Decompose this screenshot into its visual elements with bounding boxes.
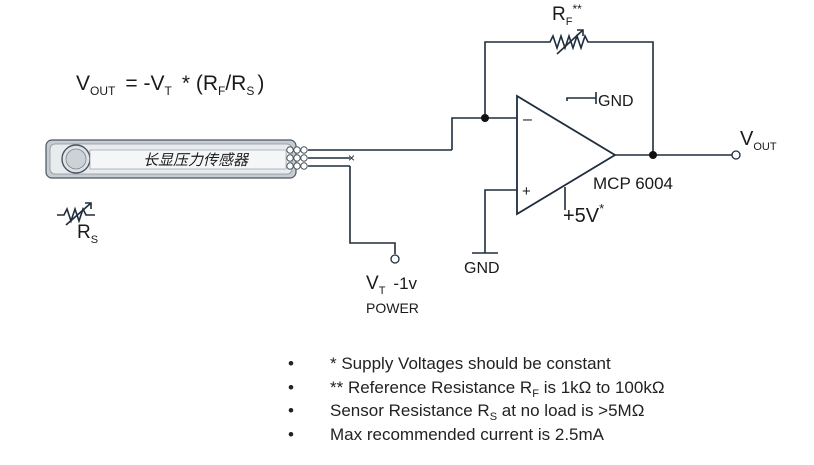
formula-vt-sub: T — [164, 84, 172, 98]
formula-slash: /R — [225, 72, 246, 95]
note-text: * Supply Voltages should be constant — [330, 354, 611, 373]
bullet: • — [288, 377, 294, 397]
note-subscript: F — [532, 387, 539, 400]
note-item: • Sensor Resistance RS at no load is >5MΩ — [288, 399, 665, 423]
notes-list: • * Supply Voltages should be constant • *… — [288, 352, 665, 446]
sensor-resistor-label: RS — [77, 222, 98, 246]
bullet: • — [288, 424, 294, 444]
note-item: • * Supply Voltages should be constant — [288, 352, 665, 376]
sensor-leads — [308, 149, 452, 167]
formula-vout: V — [76, 72, 90, 95]
input-voltage-label: VT-1v — [366, 273, 418, 297]
note-subscript: S — [489, 411, 498, 423]
output-label: VOUT — [740, 128, 777, 153]
formula-rs-sub: S — [246, 84, 254, 98]
note-item: • Max recommended current is 2.5mA — [288, 423, 665, 447]
feedback-resistor-label: RF** — [552, 2, 582, 28]
supply-label: +5V* — [563, 201, 604, 227]
output-terminal — [731, 150, 741, 160]
formula-rf-sub: F — [218, 84, 225, 98]
ground-label-top: GND — [598, 93, 634, 110]
note-text-end: at no load is >5MΩ — [501, 401, 645, 420]
sensor-resistor-symbol — [57, 202, 95, 226]
note-text-end: is 1kΩ to 100kΩ — [543, 377, 665, 397]
formula-close: ) — [257, 72, 264, 95]
op-amp-plus: + — [522, 183, 531, 200]
op-amp-model: MCP 6004 — [593, 174, 673, 193]
input-terminal — [390, 254, 400, 264]
formula-mid: * (R — [182, 72, 218, 95]
bullet: • — [288, 354, 294, 373]
note-text: Sensor Resistance R — [330, 401, 490, 420]
sensor-label: 长显压力传感器 — [143, 152, 250, 169]
feedback-resistor — [545, 29, 592, 55]
formula-vout-sub: OUT — [90, 84, 116, 98]
note-text: Max recommended current is 2.5mA — [330, 424, 604, 444]
note-item: • ** Reference Resistance RF is 1kΩ to 10… — [288, 376, 665, 400]
pressure-sensor: 长显压力传感器 — [45, 139, 297, 179]
junction-dot — [649, 151, 657, 159]
sensor-pins — [286, 146, 308, 170]
formula-eq: = -V — [125, 72, 164, 95]
op-amp — [516, 94, 617, 216]
op-amp-minus: – — [523, 111, 532, 128]
ground-label-bottom: GND — [464, 260, 500, 277]
junction-dot — [481, 114, 489, 122]
circuit-wires — [349, 41, 732, 254]
note-text: ** Reference Resistance R — [330, 377, 533, 397]
formula: VOUT = -VT * (RF/RS) — [76, 72, 264, 98]
power-label: POWER — [366, 300, 419, 316]
unused-pin-marker: × — [348, 151, 355, 165]
bullet: • — [288, 401, 294, 420]
